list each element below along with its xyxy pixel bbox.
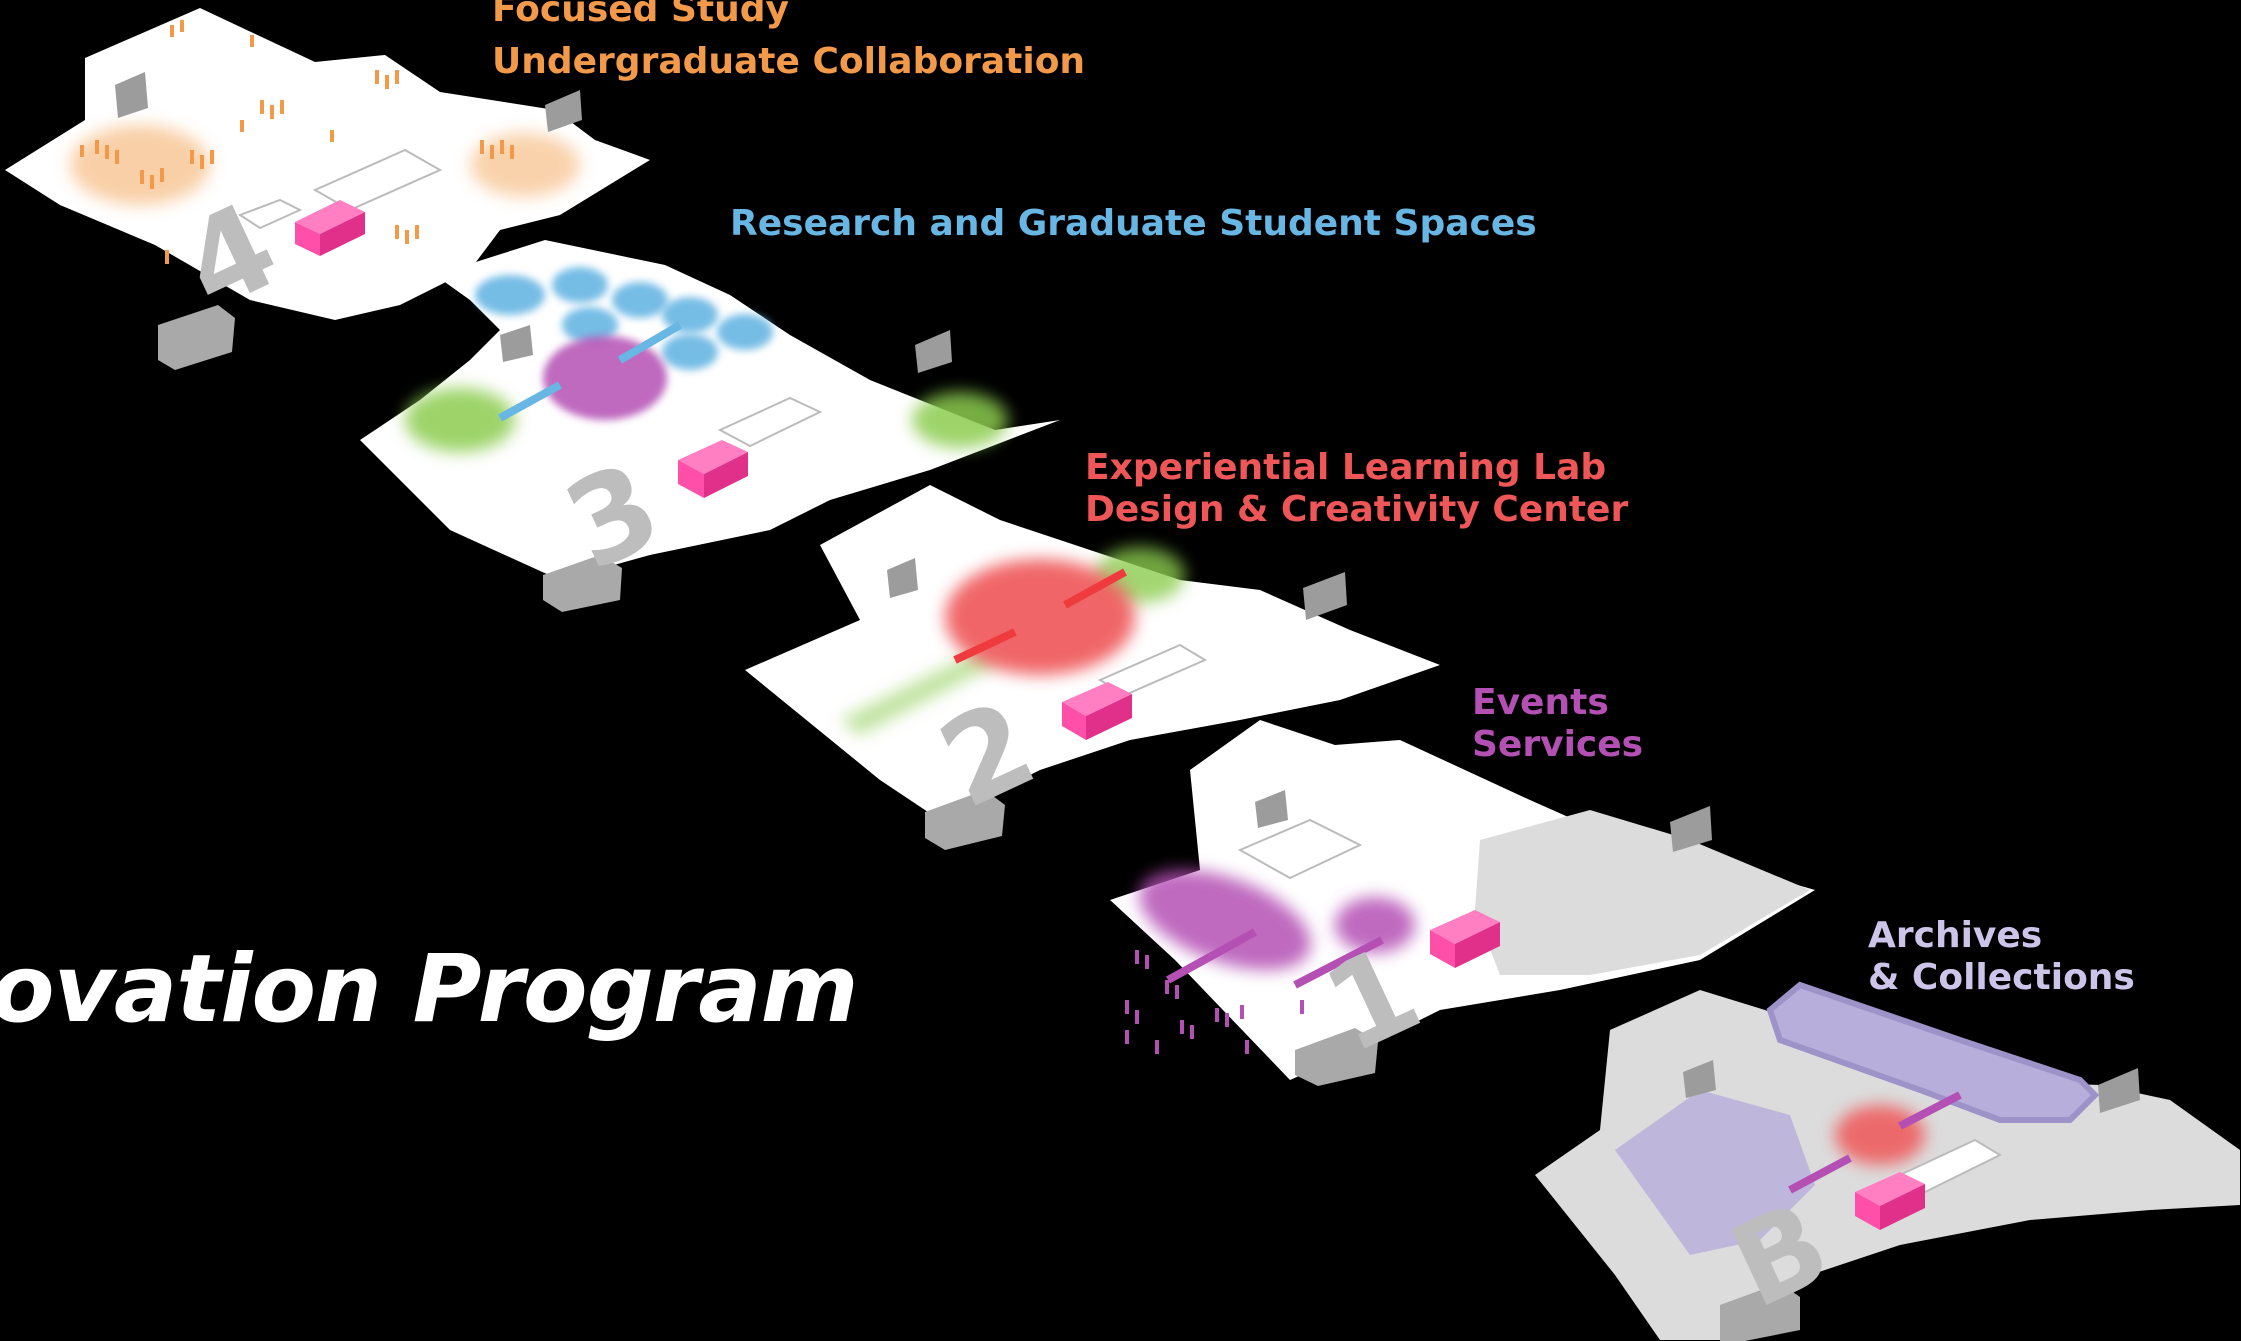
elevator-core-front: [1086, 694, 1132, 740]
stair-tower: [1295, 1028, 1378, 1086]
elevator-core-top: [678, 440, 748, 474]
study-room: [562, 307, 618, 343]
graduate-hub: [543, 336, 667, 420]
connection-arrow: [1788, 1154, 1852, 1194]
elevator-core-side: [295, 222, 320, 256]
connection-arrow: [1898, 1091, 1962, 1130]
elevator-core-top: [1855, 1172, 1925, 1206]
connection-arrow: [1063, 568, 1127, 609]
shaft-box: [1255, 790, 1288, 828]
archive-reading: [1835, 1105, 1925, 1165]
elevator-core-side: [1062, 702, 1086, 740]
stair-core: [1237, 818, 1363, 880]
label-research-graduate: Research and Graduate Student Spaces: [730, 203, 1537, 244]
floor-2-plan: 2: [745, 485, 1440, 850]
connection-arrow: [617, 321, 683, 364]
shaft-box: [1670, 806, 1712, 852]
study-room: [475, 275, 545, 315]
elevator-core-front: [1455, 922, 1500, 968]
stair-core: [717, 396, 823, 448]
green-zone: [405, 388, 515, 452]
study-room: [662, 334, 718, 370]
collab-zone: [70, 125, 210, 205]
shaft-box: [545, 90, 582, 132]
floor-4-slab: [5, 8, 650, 320]
shaft-box: [500, 325, 533, 362]
archive-room: [1615, 1090, 1815, 1255]
elevator-core-side: [678, 460, 704, 498]
shaft-box: [915, 330, 952, 373]
stair-core: [237, 198, 303, 230]
people-cluster: [1125, 950, 1304, 1054]
page-title: ovation Program: [0, 935, 859, 1044]
elevator-core-front: [320, 212, 365, 256]
label-undergraduate-collaboration: Undergraduate Collaboration: [492, 41, 1086, 82]
elevator-core-side: [1855, 1192, 1880, 1230]
learning-lab: [945, 559, 1135, 675]
shaft-box: [1303, 572, 1347, 620]
elevator-core-front: [704, 452, 748, 498]
label-focused-study: Focused Study: [492, 0, 789, 30]
stair-tower: [1720, 1283, 1800, 1341]
label-collections: & Collections: [1868, 957, 2135, 998]
event-space: [1335, 897, 1415, 953]
floor-3-plan: 3: [360, 240, 1060, 612]
elevator-core-top: [1430, 910, 1500, 944]
shaft-box: [887, 558, 918, 598]
event-space: [1139, 869, 1311, 971]
stair-tower: [925, 790, 1005, 850]
connection-arrow: [1166, 928, 1257, 984]
floor-3-slab: [360, 240, 1060, 580]
green-corridor: [840, 650, 1000, 735]
elevator-core-front: [1880, 1184, 1925, 1230]
study-room: [552, 267, 608, 303]
green-zone: [912, 392, 1008, 448]
label-services: Services: [1472, 724, 1644, 765]
connection-arrow: [1293, 936, 1384, 989]
elevator-core-top: [1062, 682, 1132, 716]
study-room: [612, 282, 668, 318]
stair-tower: [543, 555, 622, 612]
floor-b-plan: B: [1535, 981, 2240, 1341]
collab-zone: [470, 133, 580, 197]
connection-arrow: [953, 628, 1017, 664]
study-room: [717, 314, 773, 350]
floor-4-plan: 4: [5, 8, 650, 370]
service-area: [1475, 810, 1810, 975]
label-events: Events: [1472, 682, 1609, 723]
floor-1-plan: 1: [1110, 720, 1815, 1086]
elevator-core-top: [295, 200, 365, 234]
stair-tower: [158, 305, 235, 370]
label-experiential-learning-lab: Experiential Learning Lab: [1085, 447, 1607, 488]
label-archives: Archives: [1868, 915, 2043, 956]
shaft-box: [1683, 1060, 1716, 1098]
archive-stack: [1766, 981, 2100, 1123]
label-design-creativity-center: Design & Creativity Center: [1085, 489, 1629, 530]
shaft-box: [2098, 1068, 2140, 1113]
shaft-box: [115, 72, 148, 118]
connection-arrow: [498, 381, 562, 422]
elevator-core-side: [1430, 930, 1455, 968]
